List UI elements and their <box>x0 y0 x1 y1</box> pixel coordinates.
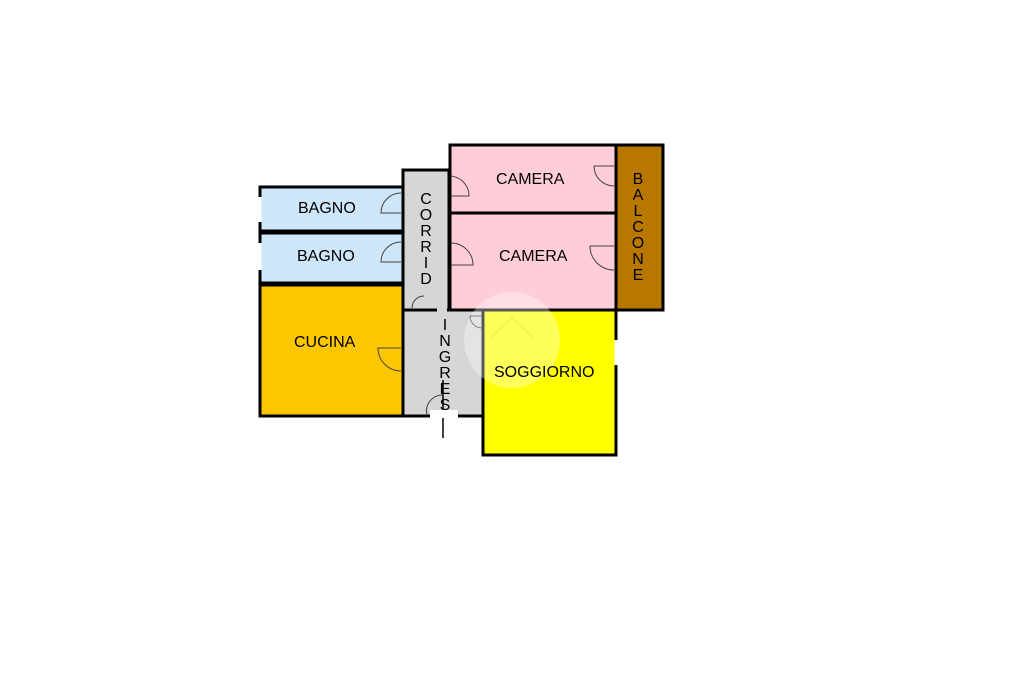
door-cucina <box>377 347 402 372</box>
room-soggiorno <box>481 308 618 457</box>
rooms <box>258 143 665 457</box>
label-camera-1: CAMERA <box>496 171 565 188</box>
room-labels: BAGNO BAGNO CUCINA CAMERA CAMERA SOGGIOR… <box>294 171 594 381</box>
doors <box>377 165 615 416</box>
door-camera-1 <box>450 175 470 197</box>
label-bagno-2: BAGNO <box>297 248 355 265</box>
room-cucina <box>258 283 405 418</box>
label-bagno-1: BAGNO <box>298 200 356 217</box>
wall-details <box>258 197 618 438</box>
door-camera-2 <box>450 242 474 266</box>
entrance-gap <box>430 410 458 418</box>
door-bagno-2 <box>380 241 402 263</box>
corridor-doorway <box>437 282 447 312</box>
door-corridoio <box>411 295 425 309</box>
door-soggiorno <box>469 315 483 329</box>
door-camera-2-inner <box>589 245 615 271</box>
room-bagno-2 <box>258 231 405 285</box>
label-cucina: CUCINA <box>294 334 356 351</box>
door-camera-1-inner <box>593 165 615 187</box>
label-soggiorno: SOGGIORNO <box>494 364 594 381</box>
door-bagno-1 <box>380 192 402 214</box>
door-ingresso <box>426 394 444 416</box>
watermark-logo <box>464 292 560 388</box>
room-balcone <box>614 143 665 312</box>
label-camera-2: CAMERA <box>499 248 568 265</box>
room-camera-1 <box>448 143 618 215</box>
